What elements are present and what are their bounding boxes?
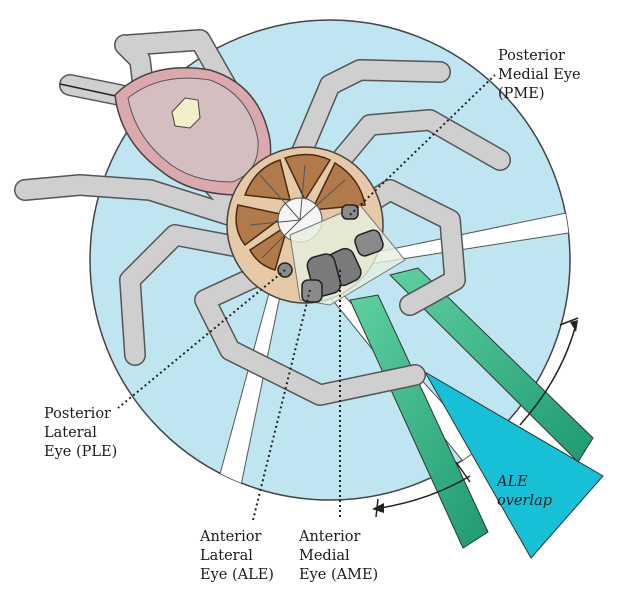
ple-leader bbox=[117, 269, 286, 409]
abdomen-marking bbox=[171, 97, 201, 129]
arrowhead-bottom bbox=[372, 503, 384, 513]
ame-label: Anterior Medial Eye (AME) bbox=[299, 529, 379, 583]
eyes bbox=[277, 204, 384, 303]
label-leaders bbox=[117, 74, 496, 521]
abdomen-outline-inner bbox=[127, 77, 259, 183]
carapace-segments bbox=[235, 153, 366, 271]
overlap-arc-arrow-bottom bbox=[379, 475, 471, 509]
ple-label: Posterior Lateral Eye (PLE) bbox=[44, 406, 118, 460]
pme-eye-upper bbox=[341, 204, 359, 220]
pme-leader bbox=[349, 74, 496, 216]
overlap-arc-arrow-right bbox=[519, 327, 576, 426]
spinneret-line bbox=[59, 83, 126, 99]
carapace-ridges bbox=[249, 164, 346, 259]
ale-eye bbox=[301, 279, 323, 303]
pme-eye-right bbox=[354, 229, 384, 257]
arrowhead-top bbox=[570, 320, 578, 332]
ale-overlap-label: ALE overlap bbox=[497, 474, 552, 509]
ale-label: Anterior Lateral Eye (ALE) bbox=[200, 529, 274, 583]
pme-label: Posterior Medial Eye (PME) bbox=[498, 48, 581, 102]
ale-overlap-region bbox=[423, 370, 604, 559]
ame-beam-right bbox=[389, 267, 594, 463]
